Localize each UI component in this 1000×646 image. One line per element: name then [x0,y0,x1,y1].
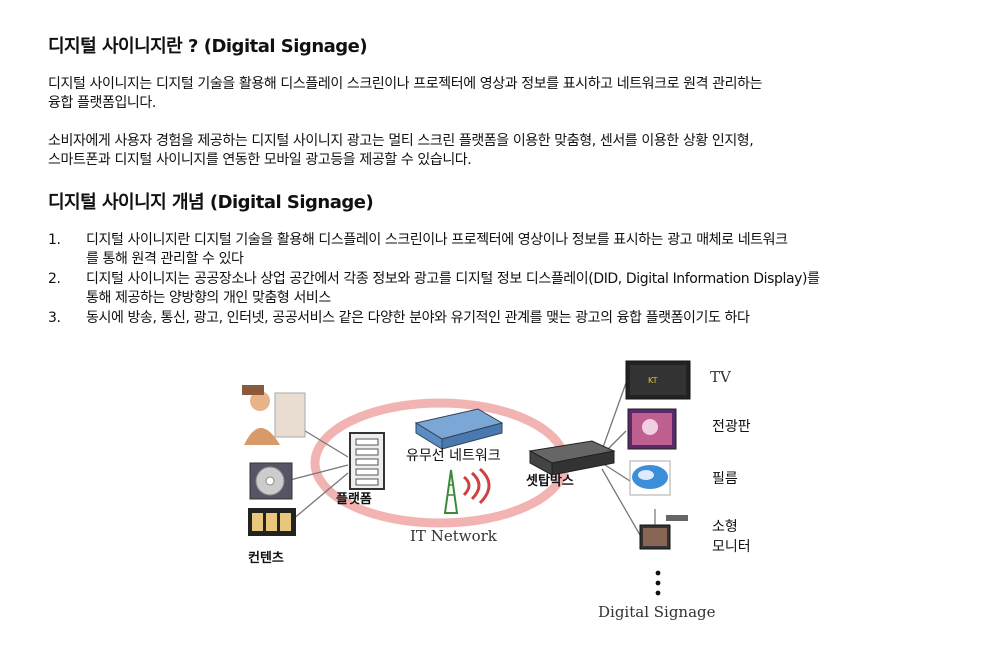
cd-icon [249,462,293,500]
list-number: 2. [48,271,61,287]
person-icon [242,385,306,445]
list-text: 디지털 사이니지는 공공장소나 상업 공간에서 각종 정보와 광고를 디지털 정… [86,271,820,287]
antenna-icon [443,467,491,514]
server-icon [349,432,385,490]
settop-label: 셋탑박스 [526,473,574,489]
output-label-tv: TV [710,368,732,386]
list-text: 디지털 사이니지란 디지털 기술을 활용해 디스플레이 스크린이나 프로젝터에 … [86,232,788,248]
output-label-billboard: 전광판 [712,419,751,435]
contents-label: 컨텐츠 [248,550,284,566]
list-text: 동시에 방송, 통신, 광고, 인터넷, 공공서비스 같은 다양한 분야와 유기… [86,310,750,326]
router-icon [414,408,504,450]
tv-screen-text: KT [648,376,658,385]
network-label: 유무선 네트워크 [406,448,501,464]
section1-paragraph1-line1: 디지털 사이니지는 디지털 기술을 활용해 디스플레이 스크린이나 프로젝터에 … [48,76,763,92]
section1-title: 디지털 사이니지란 ? (Digital Signage) [48,36,368,57]
film-screen-icon [629,460,671,496]
small-monitor-icon [639,509,688,550]
digital-signage-diagram: 컨텐츠 플랫폼 유무선 네트워크 IT Network [242,360,751,621]
section1-paragraph1-line2: 융합 플랫폼입니다. [48,95,156,111]
list-text: 를 통해 원격 관리할 수 있다 [86,251,244,267]
film-icon [248,508,296,536]
output-label-film: 필름 [712,471,738,487]
output-label-small: 소형 [712,519,738,535]
list-number: 3. [48,310,61,326]
billboard-icon [627,408,677,450]
list-number: 1. [48,232,61,248]
section1-paragraph2-line2: 스마트폰과 디지털 사이니지를 연동한 모바일 광고등을 제공할 수 있습니다. [48,152,472,168]
digital-signage-label: Digital Signage [598,603,716,621]
tv-icon: KT [625,360,691,400]
settop-box-icon [528,440,616,476]
list-text: 통해 제공하는 양방향의 개인 맞춤형 서비스 [86,290,331,306]
output-label-monitor: 모니터 [712,539,751,555]
ellipsis-dots [655,570,661,596]
section1-paragraph2-line1: 소비자에게 사용자 경험을 제공하는 디지털 사이니지 광고는 멀티 스크린 플… [48,133,754,149]
section2-title: 디지털 사이니지 개념 (Digital Signage) [48,192,374,213]
it-network-label: IT Network [410,527,498,545]
platform-label: 플랫폼 [336,491,372,507]
